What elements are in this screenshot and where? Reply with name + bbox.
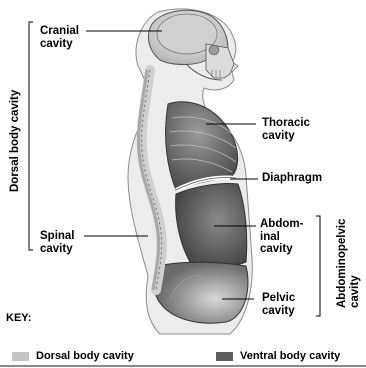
diaphragm-label: Diaphragm — [262, 172, 322, 185]
abdominopelvic-bracket — [316, 216, 320, 316]
ventral-swatch — [216, 352, 233, 361]
eye-socket — [209, 45, 219, 55]
spinal-cavity-label: Spinal cavity — [40, 230, 75, 255]
key-item-ventral: Ventral body cavity — [216, 350, 340, 362]
abdominal-cavity-label: Abdom- inal cavity — [260, 218, 303, 256]
key-item-dorsal: Dorsal body cavity — [12, 350, 134, 362]
abdominal-cavity-shape — [176, 183, 247, 265]
key-item-label: Ventral body cavity — [240, 350, 340, 362]
dorsal-body-cavity-label: Dorsal body cavity — [9, 90, 22, 192]
dorsal-bracket — [29, 22, 33, 250]
abdominopelvic-cavity-label: Abdominopelvic cavity — [336, 219, 362, 308]
key-item-label: Dorsal body cavity — [36, 350, 134, 362]
dorsal-swatch — [12, 352, 29, 361]
thoracic-cavity-label: Thoracic cavity — [262, 117, 310, 142]
cranial-cavity-label: Cranial cavity — [40, 25, 79, 50]
key-title: KEY: — [6, 312, 31, 324]
pelvic-cavity-label: Pelvic cavity — [262, 292, 295, 317]
